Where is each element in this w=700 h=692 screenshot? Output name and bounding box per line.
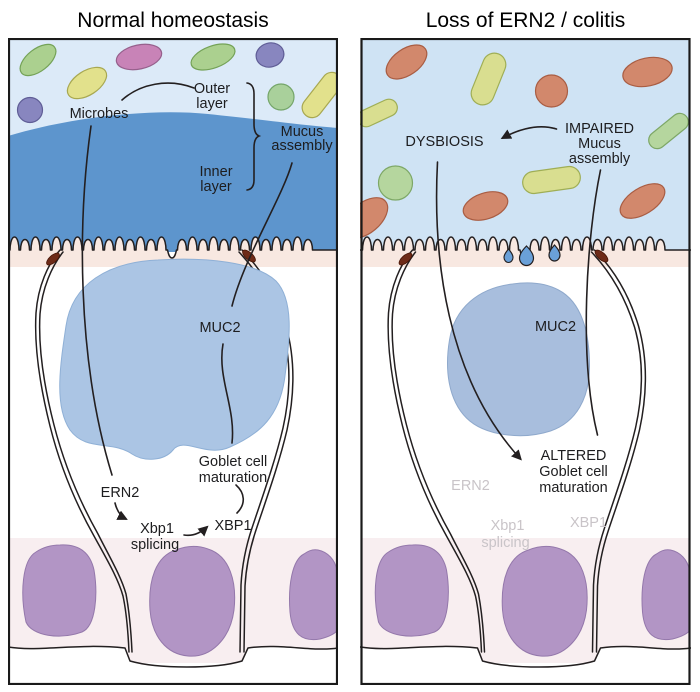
label-altered-goblet-maturation: maturation: [539, 480, 608, 496]
label-goblet-maturation: Goblet cell: [199, 454, 268, 470]
label-mucus-assembly: assembly: [271, 138, 333, 154]
microbe-salmon: [462, 191, 509, 221]
annotation-lines: [435, 125, 602, 461]
microbe-salmon: [360, 197, 389, 239]
mucus-droplet: [503, 248, 514, 263]
muc2-granule: [447, 282, 591, 437]
splicing-to-xbp1-arrow: [183, 525, 209, 537]
label-outer-layer: Outer: [194, 81, 230, 97]
right-panel-title: Loss of ERN2 / colitis: [425, 9, 626, 32]
impaired-to-dysbiosis-arrow: [500, 125, 558, 139]
left-panel-title: Normal homeostasis: [77, 9, 269, 32]
microbe-yellow: [66, 66, 108, 100]
annotation-lines: [81, 82, 293, 537]
microbe-salmon: [385, 44, 428, 80]
microbes-group: [16, 42, 338, 124]
microbe-salmon: [619, 183, 666, 219]
microbes-group: [360, 44, 689, 239]
microbe-yellow-green-rod: [470, 52, 507, 106]
mucus-droplet: [548, 244, 561, 262]
label-altered-goblet-maturation: ALTERED: [541, 448, 607, 464]
label-goblet-maturation: maturation: [199, 470, 268, 486]
panel-border: [360, 38, 691, 685]
label-xbp1-faded: XBP1: [570, 515, 607, 531]
microbe-yellow-green-rod: [360, 98, 398, 128]
microbe-purple-coccus: [16, 96, 44, 124]
label-microbes: Microbes: [70, 106, 129, 122]
label-xbp1-splicing-faded: splicing: [481, 535, 529, 551]
microbe-yellow-rod: [301, 71, 338, 119]
label-impaired-mucus-assembly: IMPAIRED: [565, 121, 634, 137]
loss-of-ern2-panel: DYSBIOSIS IMPAIRED Mucus assembly MUC2 A…: [360, 38, 691, 685]
normal-homeostasis-panel: Microbes Outer layer Mucus assembly Inne…: [8, 38, 338, 685]
label-ern2: ERN2: [101, 485, 140, 501]
labels: DYSBIOSIS IMPAIRED Mucus assembly MUC2 A…: [405, 121, 634, 551]
label-muc2: MUC2: [199, 320, 240, 336]
label-xbp1-splicing: Xbp1: [140, 521, 174, 537]
panel-border: [8, 38, 338, 685]
microbe-salmon-coccus: [534, 74, 569, 108]
stuck-mucus-droplets: [503, 244, 561, 267]
label-impaired-mucus-assembly: assembly: [569, 151, 631, 167]
microbe-green-coccus: [267, 83, 295, 111]
labels: Microbes Outer layer Mucus assembly Inne…: [70, 81, 334, 553]
label-ern2-faded: ERN2: [451, 478, 490, 494]
label-xbp1: XBP1: [214, 518, 251, 534]
label-muc2: MUC2: [535, 319, 576, 335]
ern2-to-xbp1-arrow: [114, 502, 128, 520]
microbe-yellow-green-rod: [522, 165, 581, 195]
mucus-assembly-to-muc2-line: [231, 162, 293, 307]
outer-layer-leader-line: [121, 82, 195, 101]
xbp1-to-maturation-curve: [235, 484, 245, 514]
label-outer-layer: layer: [196, 96, 228, 112]
muc2-to-goblet-line: [221, 343, 234, 444]
microbe-purple: [255, 42, 285, 68]
label-inner-layer: layer: [200, 179, 232, 195]
microbe-salmon: [622, 56, 673, 88]
label-xbp1-splicing: splicing: [131, 537, 179, 553]
microbes-to-ern2-line: [81, 125, 113, 476]
microbe-pink: [115, 43, 163, 71]
assembly-down-line: [585, 169, 602, 436]
label-inner-layer: Inner: [199, 164, 232, 180]
muc2-granule: [59, 258, 290, 460]
label-altered-goblet-maturation: Goblet cell: [539, 464, 608, 480]
microbe-green: [19, 43, 57, 77]
mucus-layers-brace: [246, 82, 262, 191]
microbe-green-coccus: [377, 165, 414, 201]
label-mucus-assembly: Mucus: [281, 124, 324, 140]
microbe-green: [190, 43, 236, 71]
label-dysbiosis: DYSBIOSIS: [405, 134, 483, 150]
mucus-droplet: [518, 245, 535, 267]
label-impaired-mucus-assembly: Mucus: [578, 136, 621, 152]
label-xbp1-splicing-faded: Xbp1: [491, 518, 525, 534]
inner-mucus-layer: [8, 112, 338, 252]
microbe-green-rod: [648, 112, 689, 150]
dysbiosis-to-altered-arrow: [435, 161, 522, 461]
